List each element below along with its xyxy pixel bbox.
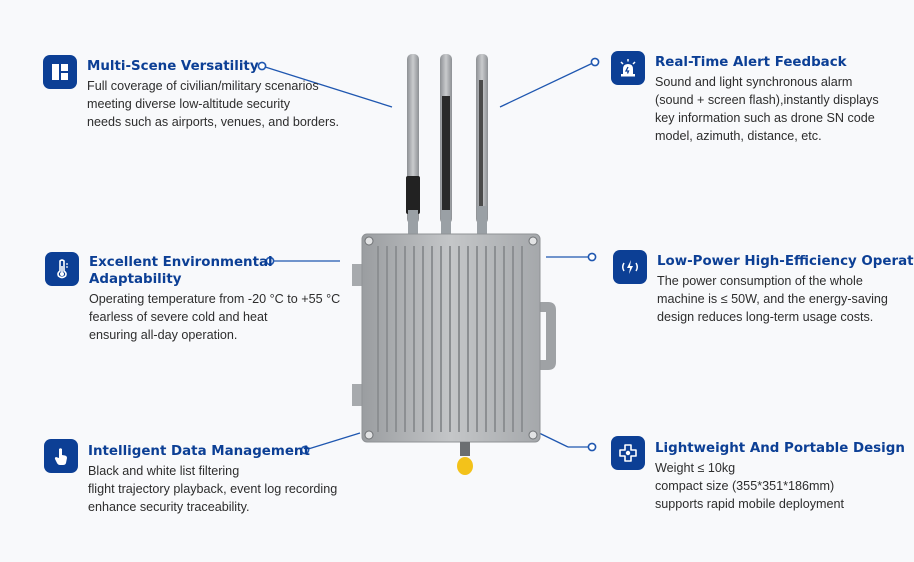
connector-dot-low-power <box>587 252 597 262</box>
connector-dot-environmental <box>265 256 275 266</box>
feature-description: Operating temperature from -20 °C to +55… <box>89 292 341 342</box>
layout-grid-icon <box>43 55 77 89</box>
feature-description: Black and white list filtering flight tr… <box>88 464 338 514</box>
hand-pointer-icon <box>44 439 78 473</box>
connector-dot-portable <box>587 442 597 452</box>
antenna-right <box>476 54 488 234</box>
connector-line-multi-scene <box>261 65 393 108</box>
feature-title: Multi-Scene Versatility <box>87 59 259 74</box>
alarm-siren-icon <box>611 51 645 85</box>
feature-title: Intelligent Data Management <box>88 444 310 459</box>
feature-description: The power consumption of the whole machi… <box>657 274 888 324</box>
feature-description: Full coverage of civilian/military scena… <box>87 79 340 129</box>
energy-signal-icon <box>613 250 647 284</box>
feature-title: Excellent Environmental Adaptability <box>89 255 273 287</box>
connector-line-alert <box>499 61 596 108</box>
feature-description: Sound and light synchronous alarm (sound… <box>655 75 879 143</box>
connector-dot-alert <box>590 57 600 67</box>
bottom-connector <box>460 442 470 456</box>
antenna-middle <box>440 54 452 234</box>
feature-title: Low-Power High-Efficiency Operation <box>657 254 914 269</box>
feature-title: Lightweight And Portable Design <box>655 441 905 456</box>
carry-handle <box>536 302 556 370</box>
portable-move-icon <box>611 436 645 470</box>
connector-dot-data-management <box>300 445 310 455</box>
antenna-left <box>406 54 420 234</box>
feature-description: Weight ≤ 10kg compact size (355*351*186m… <box>655 461 845 511</box>
thermometer-icon <box>45 252 79 286</box>
connector-dot-multi-scene <box>257 61 267 71</box>
connector-cap <box>457 457 473 475</box>
feature-title: Real-Time Alert Feedback <box>655 55 847 70</box>
connector-line-data-management <box>304 432 361 451</box>
connector-line-portable <box>536 431 569 448</box>
